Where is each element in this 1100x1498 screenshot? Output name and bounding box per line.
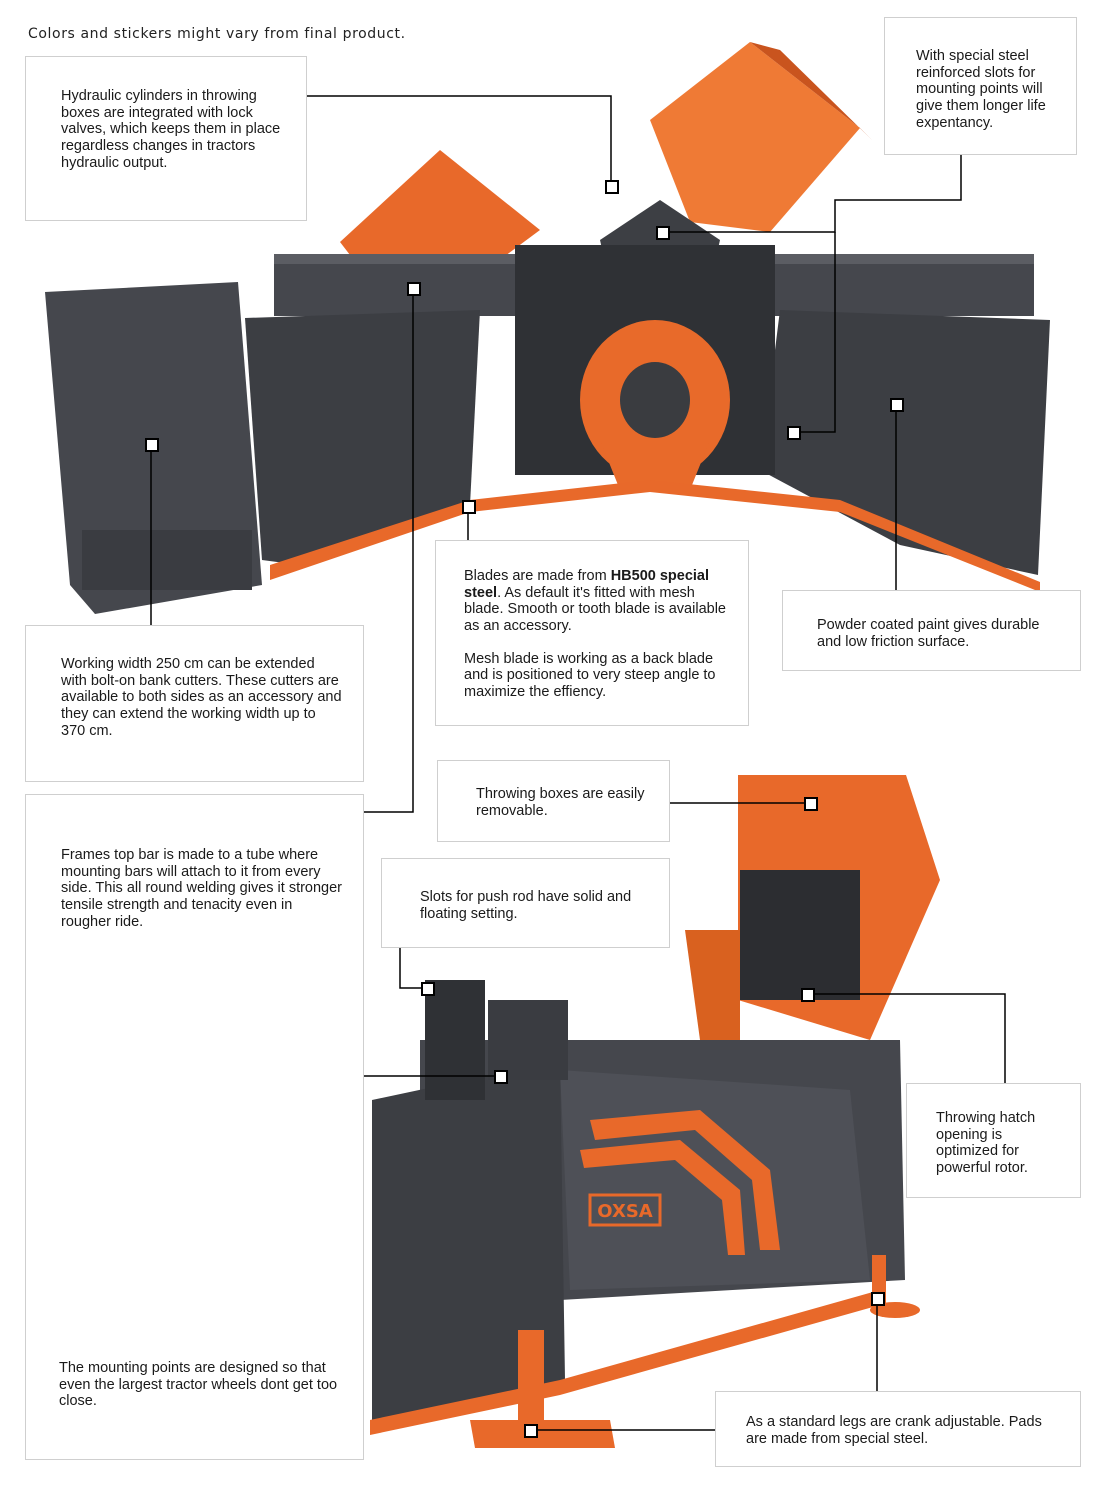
marker-removable (804, 797, 818, 811)
marker-slots-2 (787, 426, 801, 440)
marker-hatch (801, 988, 815, 1002)
callout-push-rod: Slots for push rod have solid and floati… (381, 858, 670, 948)
marker-pads (524, 1424, 538, 1438)
marker-topbar (407, 282, 421, 296)
oxsa-logo: OXSA (597, 1201, 653, 1222)
callout-legs-text: As a standard legs are crank adjustable.… (746, 1414, 1042, 1447)
marker-bank-cutter (145, 438, 159, 452)
callout-mounting-text: The mounting points are designed so that… (59, 1360, 338, 1410)
callout-blades-text: Blades are made from HB500 special steel… (464, 568, 726, 635)
callout-topbar-text: Frames top bar is made to a tube where m… (61, 847, 343, 930)
leg-pad (470, 1420, 615, 1448)
callout-push-rod-text: Slots for push rod have solid and floati… (420, 889, 632, 922)
callout-width: Working width 250 cm can be extended wit… (25, 625, 364, 782)
callout-powder: Powder coated paint gives durable and lo… (782, 590, 1081, 671)
callout-removable: Throwing boxes are easily removable. (437, 760, 670, 842)
marker-push-rod (421, 982, 435, 996)
side-plate (372, 1060, 565, 1420)
callout-removable-text: Throwing boxes are easily removable. (476, 786, 645, 819)
callout-blades: Blades are made from HB500 special steel… (435, 540, 749, 726)
bottom-blade (370, 1290, 880, 1435)
callout-slots: With special steel reinforced slots for … (884, 17, 1077, 155)
callout-width-text: Working width 250 cm can be extended wit… (61, 656, 342, 739)
callout-mesh-text: Mesh blade is working as a back blade an… (464, 650, 716, 701)
callout-hatch-text: Throwing hatch opening is optimized for … (936, 1110, 1036, 1177)
marker-slots (656, 226, 670, 240)
marker-blades (462, 500, 476, 514)
left-wing (245, 310, 480, 565)
callout-legs: As a standard legs are crank adjustable.… (715, 1391, 1081, 1467)
callout-hydraulic: Hydraulic cylinders in throwing boxes ar… (25, 56, 307, 221)
callout-lines (150, 95, 1006, 1431)
callout-hydraulic-text: Hydraulic cylinders in throwing boxes ar… (61, 88, 281, 171)
marker-powder (890, 398, 904, 412)
right-throwing-box (650, 42, 860, 232)
callout-topbar: Frames top bar is made to a tube where m… (25, 794, 364, 1460)
marker-mounting (494, 1070, 508, 1084)
left-throwing-box (340, 150, 540, 282)
disclaimer-text: Colors and stickers might vary from fina… (28, 26, 406, 42)
marker-legs (871, 1292, 885, 1306)
callout-powder-text: Powder coated paint gives durable and lo… (817, 617, 1040, 650)
callout-slots-text: With special steel reinforced slots for … (916, 48, 1046, 131)
marker-hydraulic (605, 180, 619, 194)
callout-hatch: Throwing hatch opening is optimized for … (906, 1083, 1081, 1198)
